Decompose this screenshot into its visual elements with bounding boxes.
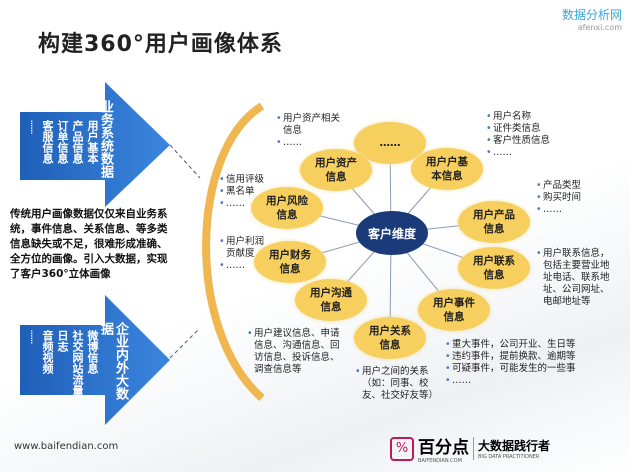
center-node: 客户维度 (356, 211, 428, 255)
arrow-item: …… (29, 330, 37, 344)
info-contact: 用户联系信息，包括主要营业地址电话、联系地址、公司网址、电邮地址等 (536, 248, 616, 308)
node-relation: 用户关系信息 (354, 317, 426, 359)
arrow-business-data (20, 82, 170, 207)
info-basic: 用户名称证件类信息客户性质信息…… (486, 111, 576, 159)
arrow-item: 用户基本 (86, 120, 99, 164)
arrow-item: 日志 (56, 330, 69, 352)
arrow-item: …… (29, 120, 37, 134)
arrow-item: 订单信息 (56, 120, 69, 164)
arrow-item: 产品信息 (71, 120, 84, 164)
info-finance: 用户利润贡献度…… (219, 236, 271, 272)
arrow-label: 业务系统数据 (98, 100, 113, 178)
info-product: 产品类型购买时间…… (536, 180, 616, 216)
orange-arc (202, 102, 265, 401)
description: 传统用户画像数据仅仅来自业务系统，事件信息、关系信息、等多类信息缺失或不足，很难… (10, 208, 168, 280)
node-asset: 用户资产信息 (300, 149, 372, 191)
node-contact: 用户联系信息 (458, 247, 530, 289)
footer-url: www.baifendian.com (14, 441, 119, 452)
info-asset: 用户资产相关信息…… (276, 113, 348, 149)
arrow-item: 微博信息 (86, 330, 99, 374)
arrow-item: 客服信息 (41, 120, 54, 164)
arrow-item: 社交网站流量 (71, 330, 84, 396)
node-product: 用户产品信息 (458, 201, 530, 243)
arrow-items: 用户基本 产品信息 订单信息 客服信息 …… (24, 120, 99, 180)
dashed-connector (169, 144, 201, 179)
watermark-url: afenxi.com (577, 23, 622, 32)
logo-slogan-sub: BIG DATA PRACTITIONER (478, 454, 540, 460)
node-event: 用户事件信息 (418, 289, 490, 331)
dashed-connector (169, 329, 199, 359)
info-risk: 信用评级黑名单…… (219, 174, 279, 210)
info-communication: 用户建议信息、申请信息、沟通信息、回访信息、投诉信息、调查信息等 (247, 328, 347, 376)
arrow-item: 音频视频 (41, 330, 54, 374)
arrow-label: 企业内外大数据 (98, 322, 128, 400)
watermark-name: 数据分析网 (561, 8, 622, 22)
arrow-big-data (20, 295, 170, 425)
percent-icon: % (390, 436, 414, 461)
logo-name: 百分点 (418, 438, 469, 458)
page-title: 构建360°用户画像体系 (38, 32, 283, 57)
info-relation: 用户之间的关系（如：同事、校友、社交好友等） (355, 366, 445, 402)
logo-slogan: 大数据践行者 (478, 439, 551, 453)
node-basic: 用户户基本信息 (411, 148, 483, 190)
info-event: 重大事件，公司开业、生日等违约事件，提前换款、逾期等可疑事件，可能发生的一些事…… (445, 339, 595, 387)
node-communication: 用户沟通信息 (295, 279, 367, 321)
node-more: …… (354, 122, 426, 164)
arrow-items: 微博信息 社交网站流量 日志 音频视频 …… (24, 330, 99, 396)
logo-sub: BAIFENDIAN.COM (418, 458, 462, 464)
